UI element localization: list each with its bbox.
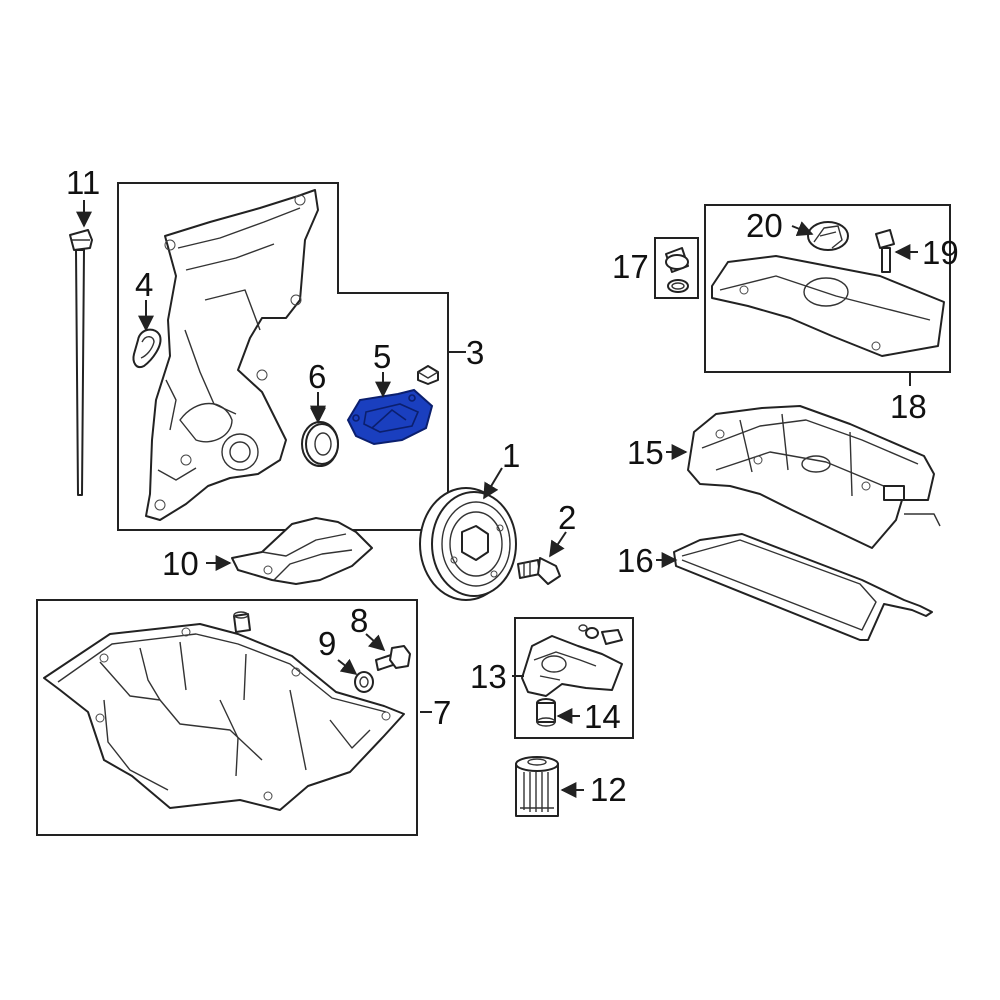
drain-bolt[interactable] xyxy=(375,645,411,671)
leader-lines xyxy=(76,200,918,798)
callout-17: 17 xyxy=(612,248,649,285)
group-box-17 xyxy=(654,237,699,299)
crankshaft-oil-seal[interactable] xyxy=(301,421,339,467)
callout-4: 4 xyxy=(135,266,153,303)
callout-18: 18 xyxy=(890,388,927,425)
callout-10: 10 xyxy=(162,545,199,582)
callout-12: 12 xyxy=(590,771,627,808)
filter-fitting[interactable] xyxy=(536,698,556,727)
highlighted-cover-plate[interactable] xyxy=(346,388,434,446)
callout-3: 3 xyxy=(466,334,484,371)
callout-1: 1 xyxy=(502,437,520,474)
pulley-bolt[interactable] xyxy=(517,557,561,585)
engine-cover[interactable] xyxy=(711,255,945,357)
oil-filler-cap[interactable] xyxy=(665,247,689,293)
crankshaft-pulley[interactable] xyxy=(419,487,517,601)
callout-2: 2 xyxy=(558,499,576,536)
callout-15: 15 xyxy=(627,434,664,471)
oil-pan[interactable] xyxy=(43,623,405,811)
oil-filter-housing[interactable] xyxy=(521,624,623,697)
cover-bolt[interactable] xyxy=(417,365,439,385)
timing-chain-cover[interactable] xyxy=(145,189,319,521)
callout-13: 13 xyxy=(470,658,507,695)
heat-shield[interactable] xyxy=(231,517,373,585)
drain-washer[interactable] xyxy=(354,671,374,693)
callout-16: 16 xyxy=(617,542,654,579)
callout-19: 19 xyxy=(922,234,959,271)
group-box-3 xyxy=(117,182,449,531)
group-box-18 xyxy=(704,204,951,373)
group-box-13 xyxy=(514,617,634,739)
callout-5: 5 xyxy=(373,338,391,375)
callout-11: 11 xyxy=(66,164,100,201)
callout-numbers: 1 2 3 4 5 6 7 8 9 10 11 12 13 14 15 16 1… xyxy=(66,164,959,808)
callout-9: 9 xyxy=(318,625,336,662)
callout-20: 20 xyxy=(746,207,783,244)
callout-14: 14 xyxy=(584,698,621,735)
pan-plug[interactable] xyxy=(233,611,251,633)
cover-seal[interactable] xyxy=(132,328,162,368)
engine-cover-bolt[interactable] xyxy=(875,229,895,273)
emblem[interactable] xyxy=(807,221,849,251)
dipstick[interactable] xyxy=(69,229,93,496)
callout-6: 6 xyxy=(308,358,326,395)
callout-7: 7 xyxy=(433,694,451,731)
group-box-7 xyxy=(36,599,418,836)
valve-cover-gasket[interactable] xyxy=(673,533,933,641)
oil-filter[interactable] xyxy=(515,756,559,817)
callout-8: 8 xyxy=(350,602,368,639)
valve-cover[interactable] xyxy=(687,405,941,549)
